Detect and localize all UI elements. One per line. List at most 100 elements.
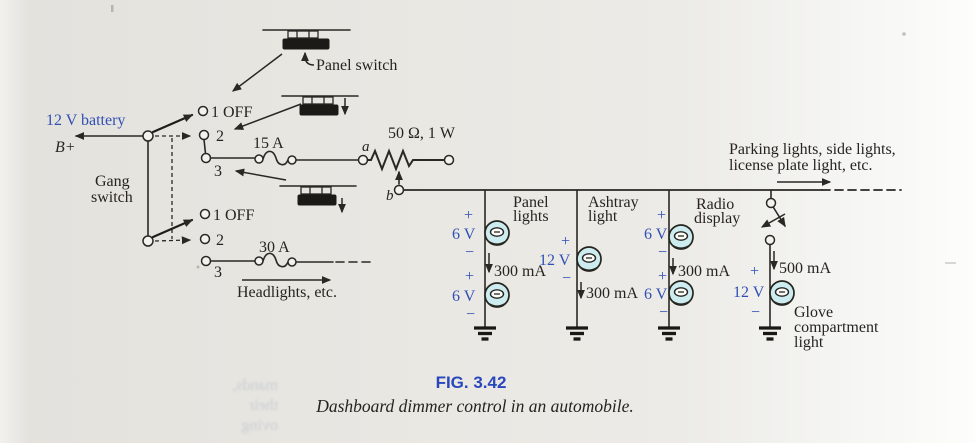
knob xyxy=(299,104,339,116)
terminal-2 xyxy=(198,129,210,141)
current-label: 300 mA xyxy=(494,263,546,280)
branch-panel-lights: Panel lights + 6 V − + 6 V − 300 mA xyxy=(452,189,549,341)
lamp-voltage: 6 V xyxy=(452,226,476,243)
gang-switch-label-2: switch xyxy=(91,189,133,206)
lamp xyxy=(668,280,694,306)
lamp xyxy=(668,224,694,250)
switch-blade-pos2-dashed xyxy=(154,236,192,245)
pos2-label: 2 xyxy=(216,128,224,145)
gang-switch-top-section: 1 OFF 2 3 15 A xyxy=(151,104,359,180)
pos2-label: 2 xyxy=(216,232,224,249)
headlights-label: Headlights, etc. xyxy=(237,284,337,301)
fuse-15a-element xyxy=(262,150,289,166)
lamp-voltage: 6 V xyxy=(452,288,476,305)
branch-label-2: light xyxy=(588,208,618,225)
branch-label-2: lights xyxy=(513,208,549,225)
lamp-voltage: 12 V xyxy=(539,252,571,269)
figure-caption: FIG. 3.42 Dashboard dimmer control in an… xyxy=(315,373,634,416)
terminal-1-off xyxy=(197,105,209,117)
current-label: 300 mA xyxy=(586,285,638,302)
knob xyxy=(297,194,337,206)
terminal-3 xyxy=(200,255,212,267)
rheostat-open-terminal xyxy=(443,154,455,166)
gang-pivot-top xyxy=(142,130,154,142)
pos3-label: 3 xyxy=(214,163,222,180)
polarity-minus: − xyxy=(562,270,571,287)
paper-specks xyxy=(111,5,956,269)
knob-stem xyxy=(300,186,332,195)
terminal-3 xyxy=(200,152,212,164)
door-switch-terminal-top xyxy=(765,197,777,209)
polarity-plus: + xyxy=(657,207,666,224)
branch-label-2: display xyxy=(694,210,740,227)
panel-switch-symbols: Panel switch xyxy=(231,29,397,214)
node-b-label: b xyxy=(386,188,394,204)
terminal-1-off xyxy=(199,208,211,220)
feeder-note-line1: Parking lights, side lights, xyxy=(729,141,896,158)
rheostat-label: 50 Ω, 1 W xyxy=(388,125,456,142)
ground-symbol xyxy=(658,326,680,341)
door-switch-terminal-bottom xyxy=(764,234,776,246)
polarity-plus: + xyxy=(561,233,570,250)
fuse-terminal xyxy=(287,257,297,267)
branch-label-1: Glove xyxy=(794,304,833,321)
battery-label: 12 V battery xyxy=(46,112,125,129)
pos1-label: 1 OFF xyxy=(213,207,254,224)
pos1-label: 1 OFF xyxy=(211,104,252,121)
polarity-plus: + xyxy=(750,263,759,280)
lamp xyxy=(484,282,510,308)
lamp-voltage: 6 V xyxy=(644,226,668,243)
node-a-label: a xyxy=(362,139,370,155)
fuse-30a-label: 30 A xyxy=(259,239,290,256)
polarity-minus: − xyxy=(466,306,475,323)
fuse-terminal xyxy=(287,155,297,165)
knob-drawing-off: Panel switch xyxy=(231,29,397,92)
paper-speck xyxy=(902,32,906,36)
current-label: 300 mA xyxy=(678,263,730,280)
branch-radio-display: Radio display + 6 V − + 6 V − 300 mA xyxy=(644,189,740,341)
switch-blade-pos1 xyxy=(151,218,194,239)
feeder-note-line2: license plate light, etc. xyxy=(729,157,873,174)
knob-stem xyxy=(302,96,334,105)
lamp-voltage: 6 V xyxy=(644,286,668,303)
ground-symbol xyxy=(474,326,496,341)
branch-label-1: Radio xyxy=(696,196,734,213)
fuse-30a-element xyxy=(262,252,289,268)
branch-label-1: Ashtray xyxy=(588,194,639,211)
polarity-plus: + xyxy=(464,207,473,224)
pointer-to-pos2 xyxy=(233,103,302,130)
lamp xyxy=(769,280,795,306)
polarity-minus: − xyxy=(658,244,667,261)
terminal-2 xyxy=(199,233,211,245)
gang-pivot-bottom xyxy=(142,235,154,247)
polarity-plus: + xyxy=(465,268,474,285)
rheostat-zigzag xyxy=(366,148,445,172)
fuse-terminal xyxy=(254,154,264,164)
polarity-minus: − xyxy=(751,304,760,321)
terminal-2-3-link xyxy=(203,138,207,155)
gang-switch-label-1: Gang xyxy=(95,173,130,190)
paper-speck xyxy=(111,5,114,12)
knob-drawing-pos2 xyxy=(233,95,359,130)
lamp-voltage: 12 V xyxy=(733,284,765,301)
polarity-minus: − xyxy=(659,304,668,321)
lamp xyxy=(576,246,602,272)
knob xyxy=(282,38,330,50)
pointer-to-pos1 xyxy=(231,53,283,92)
gang-switch-bottom-section: 1 OFF 2 3 30 A Headlights, etc. xyxy=(151,207,376,301)
branch-ashtray-light: Ashtray light + 12 V − 300 mA xyxy=(539,189,639,341)
fuse-15a-label: 15 A xyxy=(253,135,284,152)
lamp xyxy=(484,220,510,246)
paper-speck xyxy=(196,265,200,269)
figure-caption-text: Dashboard dimmer control in an automobil… xyxy=(315,396,634,416)
knob-drawing-pos3 xyxy=(234,168,357,214)
current-label: 500 mA xyxy=(779,260,831,277)
pointer-to-pos3 xyxy=(234,168,287,181)
branch-label-3: light xyxy=(794,334,824,351)
switch-blade-pos1 xyxy=(151,113,194,134)
label-pointer xyxy=(301,51,315,66)
rheostat: a 50 Ω, 1 W b xyxy=(357,125,456,204)
panel-switch-label: Panel switch xyxy=(316,57,397,74)
